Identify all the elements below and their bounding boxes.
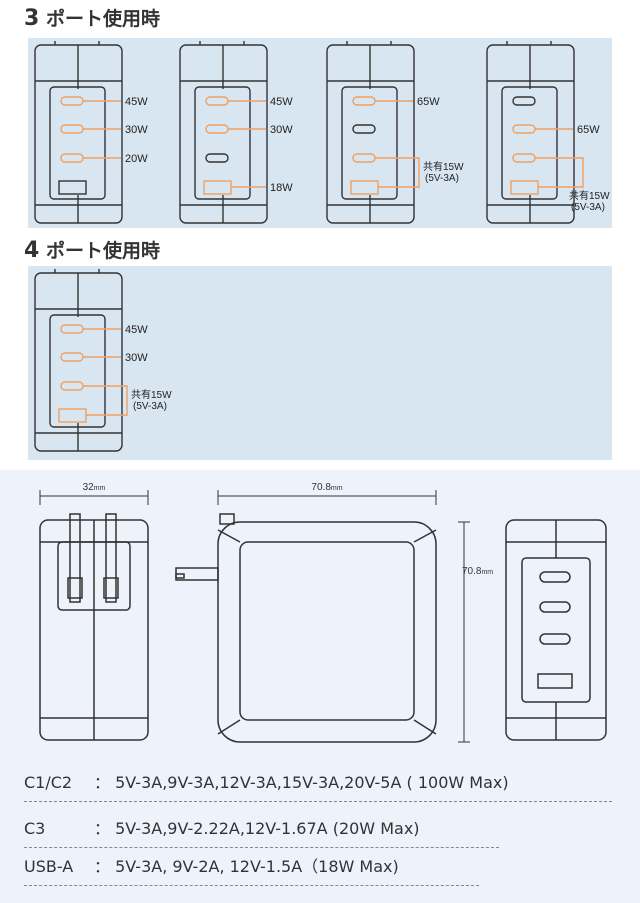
usb-c-port [205, 124, 229, 134]
power-label: 45W [270, 96, 293, 108]
usb-c-port [512, 153, 536, 163]
spec-row-c1c2: C1/C2： 5V-3A,9V-3A,12V-3A,15V-3A,20V-5A … [24, 773, 509, 792]
height-label: 70.8mm [462, 566, 493, 577]
port-specs: C1/C2： 5V-3A,9V-3A,12V-3A,15V-3A,20V-5A … [0, 765, 640, 903]
usb-a-port [203, 180, 232, 195]
section-4-port-panel: 45W 30W 共有15W(5V-3A) [28, 266, 612, 460]
usb-a-port [510, 180, 539, 195]
divider [24, 885, 479, 886]
charger-diagram: 45W 30W 20W [34, 41, 148, 224]
power-label: 65W [417, 96, 440, 108]
shared-power-label: 共有15W [131, 388, 172, 401]
port-panel [341, 86, 398, 200]
divider [24, 847, 499, 848]
usb-a-port [350, 180, 379, 195]
usb-c-port [352, 124, 376, 134]
side-view-drawing [39, 513, 149, 741]
usb-c-port [512, 96, 536, 106]
dimension-drawings: 32mm 70.8mm 70.8mm [0, 470, 640, 765]
power-label: 45W [125, 96, 148, 108]
usb-c-port [60, 324, 84, 334]
power-label: 30W [125, 124, 148, 136]
port-panel [49, 86, 106, 200]
usb-c-port [352, 96, 376, 106]
divider [24, 801, 612, 802]
shared-power-bracket [535, 157, 584, 188]
port-panel [194, 86, 251, 200]
shared-power-voltage: (5V-3A) [133, 401, 167, 412]
shared-power-bracket [83, 385, 128, 416]
shared-power-voltage: (5V-3A) [425, 173, 459, 184]
section-3-port-title: 3 ポート使用時 [24, 6, 160, 31]
usb-a-port [58, 408, 87, 423]
power-label: 30W [270, 124, 293, 136]
usb-c-port [60, 124, 84, 134]
port-view-drawing [505, 519, 607, 741]
usb-c-port [352, 153, 376, 163]
depth-label: 32mm [83, 482, 106, 493]
power-label: 30W [125, 352, 148, 364]
usb-c-port [205, 153, 229, 163]
power-label: 18W [270, 182, 293, 194]
section-4-port-title: 4 ポート使用時 [24, 238, 160, 263]
shared-power-label: 共有15W [569, 189, 610, 202]
width-label: 70.8mm [311, 482, 342, 493]
usb-a-port [58, 180, 87, 195]
charger-diagram: 65W 共有15W(5V-3A) [326, 41, 464, 224]
shared-power-voltage: (5V-3A) [571, 202, 605, 213]
power-label: 20W [125, 153, 148, 165]
charger-diagram: 65W 共有15W(5V-3A) [486, 41, 610, 224]
power-label: 65W [577, 124, 600, 136]
usb-c-port [205, 96, 229, 106]
charger-diagram: 45W 30W 共有15W(5V-3A) [34, 269, 172, 452]
usb-c-port [60, 352, 84, 362]
charger-diagram: 45W 30W 18W [179, 41, 293, 224]
usb-c-port [512, 124, 536, 134]
shared-power-label: 共有15W [423, 160, 464, 173]
port-panel [49, 314, 106, 428]
shared-power-bracket [375, 157, 420, 188]
port-panel [501, 86, 558, 200]
usb-c-port [60, 153, 84, 163]
power-label: 45W [125, 324, 148, 336]
spec-row-usb-a: USB-A： 5V-3A, 9V-2A, 12V-1.5A（18W Max) [24, 857, 399, 876]
usb-c-port [60, 381, 84, 391]
spec-row-c3: C3： 5V-3A,9V-2.22A,12V-1.67A (20W Max) [24, 819, 420, 838]
usb-c-port [60, 96, 84, 106]
front-view-drawing [175, 513, 437, 743]
